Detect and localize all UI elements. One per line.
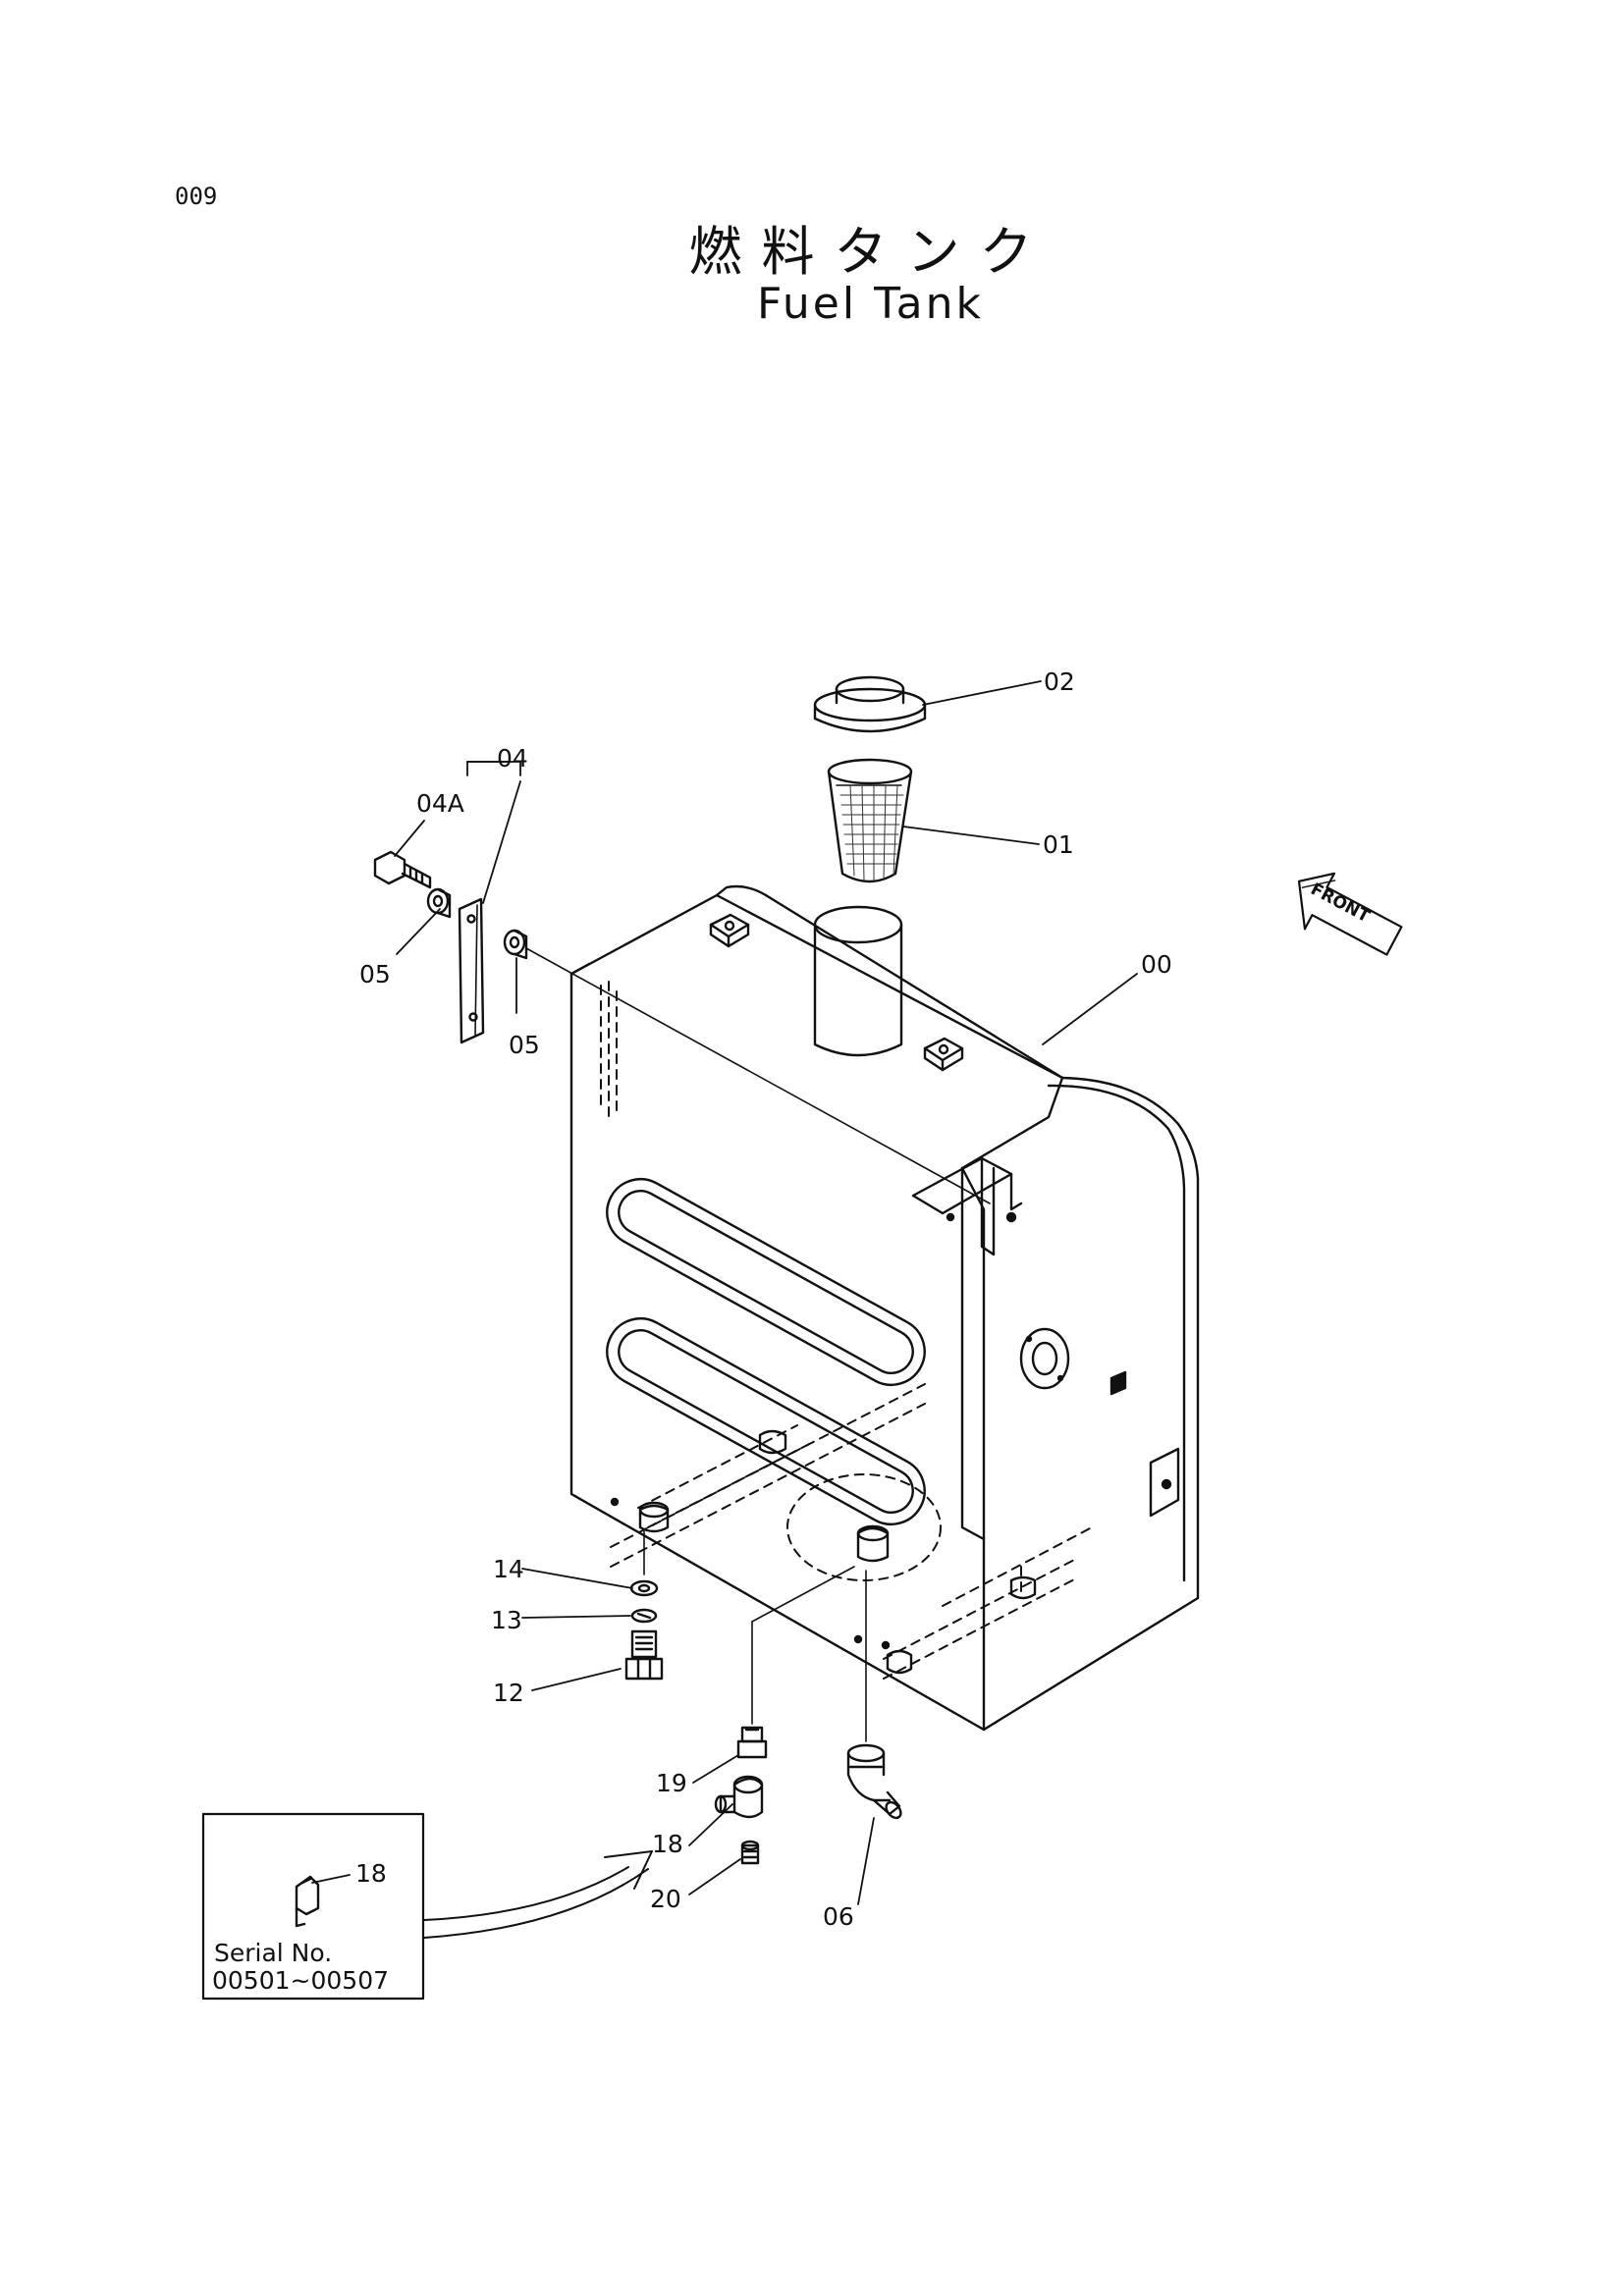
- tank-strap: [458, 897, 485, 1044]
- plug-leader-tank: [751, 1566, 855, 1623]
- front-direction-arrow: [1297, 872, 1403, 956]
- strap-bolt: [373, 850, 432, 889]
- callout-spring-washer: 13: [491, 1606, 522, 1634]
- drain-valve-06: [846, 1743, 902, 1820]
- hidden-lines: [600, 981, 1093, 1680]
- bolt-12: [624, 1629, 664, 1681]
- inset-callout-elbow: 18: [355, 1859, 387, 1888]
- callout-elbow: 18: [652, 1830, 683, 1858]
- title-english: Fuel Tank: [757, 279, 984, 329]
- spacer-left: [426, 887, 452, 919]
- page-number: 009: [175, 183, 218, 210]
- callout-bolt: 12: [493, 1679, 524, 1707]
- top-mount-nuts: [709, 913, 964, 1072]
- inset-serial-range: 00501~00507: [212, 1966, 390, 1995]
- callout-strap-group: 04: [497, 744, 528, 773]
- elbow-18: [714, 1775, 764, 1819]
- callout-strainer: 01: [1043, 830, 1074, 859]
- fuel-strainer: [827, 758, 913, 883]
- fuel-tank: [569, 884, 1200, 1732]
- title-japanese: 燃料タンク: [688, 221, 1053, 283]
- callout-nipple: 20: [650, 1885, 681, 1913]
- callout-tank: 00: [1141, 950, 1172, 979]
- filler-neck: [813, 905, 903, 1057]
- callout-strap-bolt: 04A: [416, 789, 464, 818]
- spring-washer-13: [630, 1608, 658, 1624]
- nipple-20: [740, 1840, 760, 1865]
- leader-lines: [394, 680, 1138, 1905]
- callout-spacer-left: 05: [359, 960, 391, 988]
- inset-arrow: [423, 1850, 653, 1939]
- tank-recesses: [606, 1178, 926, 1525]
- filler-cap: [813, 675, 927, 733]
- serial-inset-box: [201, 1812, 425, 2001]
- tank-bottom-bosses: [610, 1429, 1037, 1675]
- callout-drain-valve: 06: [823, 1902, 854, 1931]
- spacer-right: [503, 929, 528, 960]
- callout-plug: 19: [656, 1769, 687, 1797]
- callout-spacer-right: 05: [509, 1031, 540, 1059]
- strap-alignment-line: [525, 947, 991, 1204]
- callout-washer: 14: [493, 1555, 524, 1583]
- washer-14: [629, 1579, 659, 1597]
- inset-serial-label: Serial No.: [214, 1939, 333, 1967]
- callout-cap: 02: [1044, 667, 1075, 696]
- plug-19: [736, 1726, 768, 1759]
